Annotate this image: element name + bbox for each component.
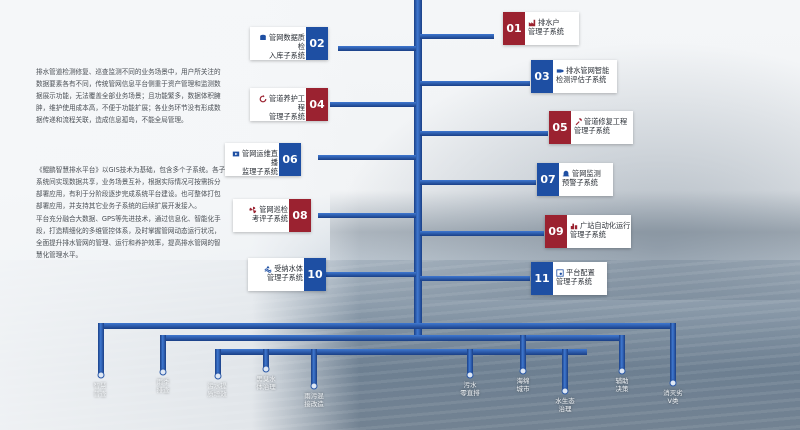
database-check-icon <box>259 34 267 42</box>
intro-paragraph-2: 《鲲鹏智慧排水平台》以GIS技术为基础，包含多个子系统。各子系统间实现数据共享，… <box>36 166 226 210</box>
module-card-11[interactable]: 11 平台配置 管理子系统 <box>531 262 607 295</box>
pipe-inspect-icon <box>556 67 564 75</box>
outlet-label: 黑臭水体治理 <box>256 375 276 391</box>
module-card-01[interactable]: 01 排水户 管理子系统 <box>503 12 579 45</box>
repair-icon <box>574 118 582 126</box>
module-card-04[interactable]: 管道养护工程 管理子系统 04 <box>250 88 328 121</box>
intro-paragraph-1: 排水管道检测修复、巡查监测不同的业务场景中，用户所关注的数据要素各有不同，传统管… <box>36 68 221 124</box>
outlet-label: 水生态治理 <box>555 397 575 413</box>
branch-09 <box>420 231 544 236</box>
module-card-08[interactable]: 管网巡检 考评子系统 08 <box>233 199 311 232</box>
outlet-label: 雨污混接改造 <box>304 392 324 408</box>
branch-03 <box>420 81 530 86</box>
module-card-02[interactable]: 管网数据质检 入库子系统 02 <box>250 27 328 60</box>
video-icon <box>232 150 240 158</box>
alert-bell-icon <box>562 170 570 178</box>
branch-11 <box>420 276 530 281</box>
module-card-07[interactable]: 07 管网监测 预警子系统 <box>537 163 613 196</box>
module-number: 09 <box>545 215 567 248</box>
module-number: 06 <box>279 143 301 176</box>
module-number: 05 <box>549 111 571 144</box>
module-card-06[interactable]: 管网运维直播 监理子系统 06 <box>225 143 301 176</box>
branch-07 <box>420 180 536 185</box>
manifold-lower <box>215 349 587 355</box>
module-number: 11 <box>531 262 553 295</box>
fan-icon <box>249 206 257 214</box>
module-card-10[interactable]: 受纳水体 管理子系统 10 <box>248 258 326 291</box>
module-number: 08 <box>289 199 311 232</box>
water-icon <box>264 265 272 273</box>
module-card-05[interactable]: 05 管道修复工程 管理子系统 <box>549 111 633 144</box>
branch-05 <box>420 131 548 136</box>
manifold-middle <box>160 335 620 341</box>
module-number: 07 <box>537 163 559 196</box>
outlet-label: 智慧普查 <box>93 382 107 398</box>
outlet-drops <box>98 323 676 389</box>
outlet-label: 污水提质增效 <box>207 382 227 398</box>
module-number: 02 <box>306 27 328 60</box>
plant-icon <box>570 222 578 230</box>
intro-paragraph-3: 平台充分融合大数据、GPS等先进技术，通过信息化、智能化手段，打造精细化的多维管… <box>36 215 221 259</box>
outlet-label: 辅助决策 <box>615 377 629 393</box>
outlet-label: 海绵城市 <box>516 377 530 393</box>
module-card-09[interactable]: 09 广站自动化运行 管理子系统 <box>545 215 631 248</box>
branch-06 <box>318 155 416 160</box>
module-number: 01 <box>503 12 525 45</box>
branch-10 <box>325 272 416 277</box>
refresh-icon <box>259 95 267 103</box>
branch-02 <box>338 46 416 51</box>
main-pipe-trunk <box>414 0 422 335</box>
module-number: 03 <box>531 60 553 93</box>
settings-window-icon <box>556 269 564 277</box>
module-card-03[interactable]: 03 排水管网智能 检测评估子系统 <box>531 60 617 93</box>
module-number: 10 <box>304 258 326 291</box>
factory-icon <box>528 19 536 27</box>
manifold-upper <box>98 323 676 329</box>
module-number: 04 <box>306 88 328 121</box>
branch-04 <box>330 102 416 107</box>
outlet-label: 雨季排查 <box>156 378 170 394</box>
outlet-label: 污水零直排 <box>460 381 480 397</box>
branch-01 <box>420 34 494 39</box>
branch-08 <box>318 213 416 218</box>
